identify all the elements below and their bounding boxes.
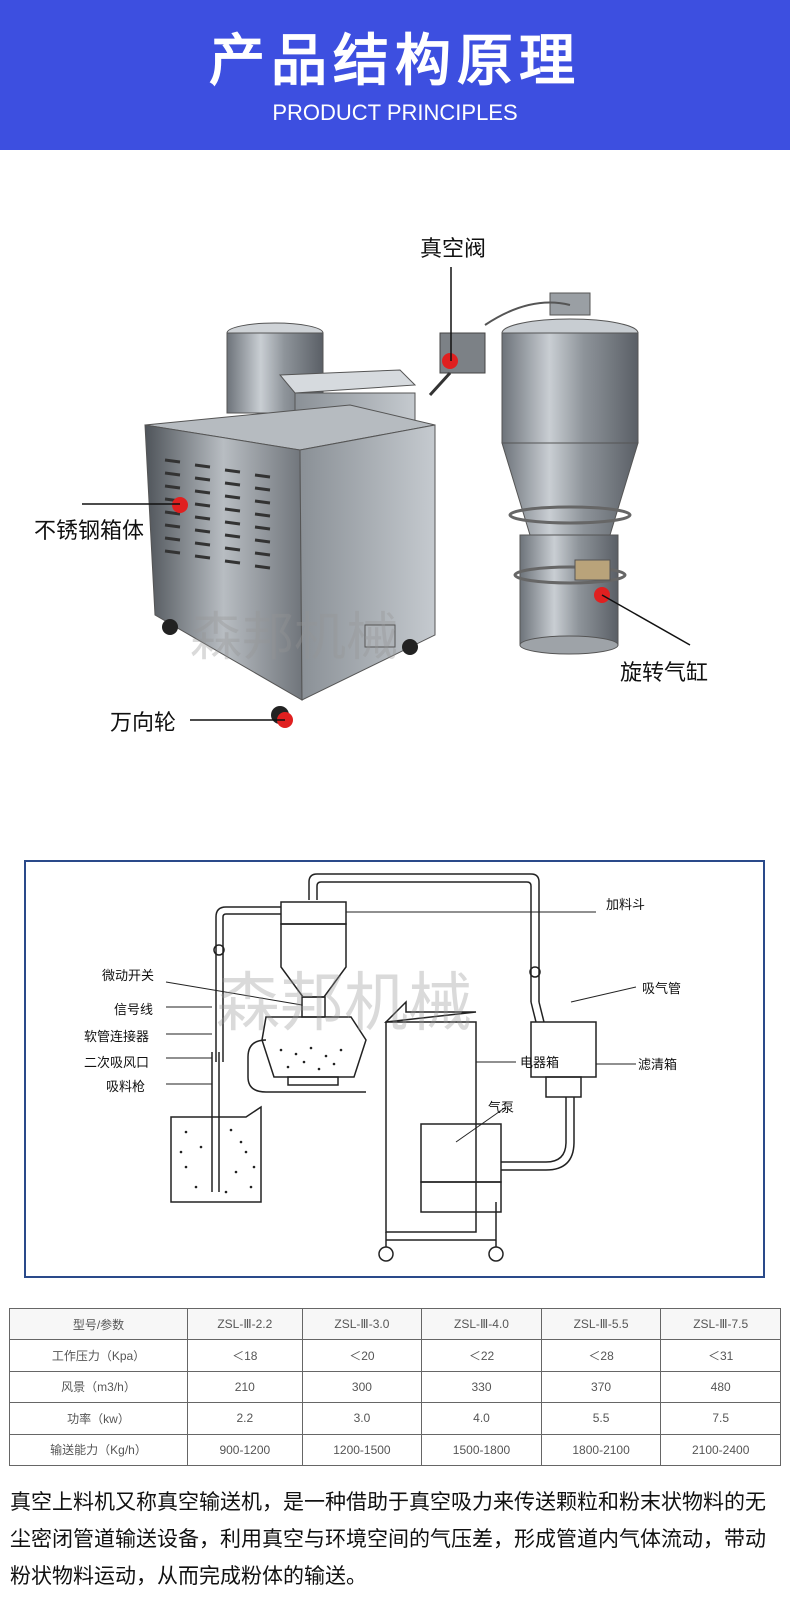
photo-watermark: 森邦机械	[190, 608, 398, 668]
schematic-diagram: 森邦机械 加料斗 微动开关 吸气管 信号线 软管连接器 电器箱 滤清箱 二次吸风…	[24, 860, 765, 1278]
spec-cell: ＜20	[301, 1339, 423, 1372]
spec-cell: 4.0	[421, 1402, 542, 1435]
label-electric-box: 电器箱	[520, 1056, 560, 1071]
spec-cell: 功率（kw）	[9, 1402, 188, 1435]
label-air-pump: 气泵	[488, 1101, 515, 1116]
label-signal-line: 信号线	[114, 1003, 154, 1018]
spec-cell: 2100-2400	[660, 1433, 781, 1467]
callout-vacuum-valve: 真空阀	[420, 237, 487, 262]
label-suction-gun: 吸料枪	[106, 1080, 146, 1095]
spec-cell: 480	[660, 1370, 781, 1404]
spec-header-cell: ZSL-Ⅲ-3.0	[301, 1307, 423, 1341]
callout-dot-vacuum-valve	[442, 353, 458, 369]
header-banner: 产品结构原理 PRODUCT PRINCIPLES	[0, 0, 790, 150]
page-subtitle: PRODUCT PRINCIPLES	[272, 100, 518, 125]
schematic-drawing	[165, 873, 637, 1262]
spec-cell: 7.5	[660, 1402, 781, 1435]
spec-cell: ＜22	[421, 1339, 542, 1372]
spec-cell: 1800-2100	[540, 1433, 662, 1467]
spec-cell: 5.5	[540, 1402, 662, 1435]
callout-stainless-box: 不锈钢箱体	[34, 519, 145, 544]
label-micro-switch: 微动开关	[102, 969, 155, 984]
spec-cell: 风景（m3/h）	[9, 1370, 188, 1404]
spec-header-cell: ZSL-Ⅲ-5.5	[540, 1307, 662, 1341]
spec-cell: 300	[301, 1370, 423, 1404]
callout-dot-box	[172, 497, 188, 513]
spec-cell: 210	[187, 1370, 303, 1404]
spec-cell: ＜28	[540, 1339, 662, 1372]
spec-cell: 1200-1500	[301, 1433, 423, 1467]
product-description: 真空上料机又称真空输送机，是一种借助于真空吸力来传送颗粒和粉末状物料的无尘密闭管…	[10, 1490, 766, 1588]
spec-cell: 900-1200	[187, 1433, 303, 1467]
spec-cell: 330	[421, 1370, 542, 1404]
spec-cell: 370	[540, 1370, 662, 1404]
label-suction-pipe: 吸气管	[642, 982, 682, 997]
diagram-watermark: 森邦机械	[216, 967, 472, 1041]
spec-cell: 3.0	[301, 1402, 423, 1435]
page-title: 产品结构原理	[209, 29, 581, 94]
spec-cell: 输送能力（Kg/h）	[9, 1433, 188, 1467]
spec-row: 工作压力（Kpa）＜18＜20＜22＜28＜31	[9, 1339, 781, 1372]
product-illustration: 森邦机械	[82, 267, 691, 728]
spec-header-cell: ZSL-Ⅲ-7.5	[660, 1307, 781, 1341]
spec-cell: 2.2	[187, 1402, 303, 1435]
spec-header-cell: 型号/参数	[9, 1307, 188, 1341]
product-photo: 森邦机械 真空阀 不锈钢箱体 旋转气缸 万向轮	[30, 215, 765, 775]
spec-header-cell: ZSL-Ⅲ-4.0	[421, 1307, 542, 1341]
label-secondary-inlet: 二次吸风口	[84, 1056, 150, 1071]
spec-cell: ＜31	[660, 1339, 781, 1372]
spec-cell: ＜18	[187, 1339, 303, 1372]
spec-cell: 工作压力（Kpa）	[9, 1339, 188, 1372]
label-hose-connector: 软管连接器	[84, 1030, 150, 1045]
spec-header-cell: ZSL-Ⅲ-2.2	[187, 1307, 303, 1341]
label-filter-box: 滤清箱	[638, 1058, 678, 1073]
callout-caster-wheel: 万向轮	[110, 711, 177, 736]
callout-rotary-cylinder: 旋转气缸	[620, 661, 709, 686]
spec-cell: 1500-1800	[421, 1433, 542, 1467]
label-hopper: 加料斗	[606, 898, 646, 913]
